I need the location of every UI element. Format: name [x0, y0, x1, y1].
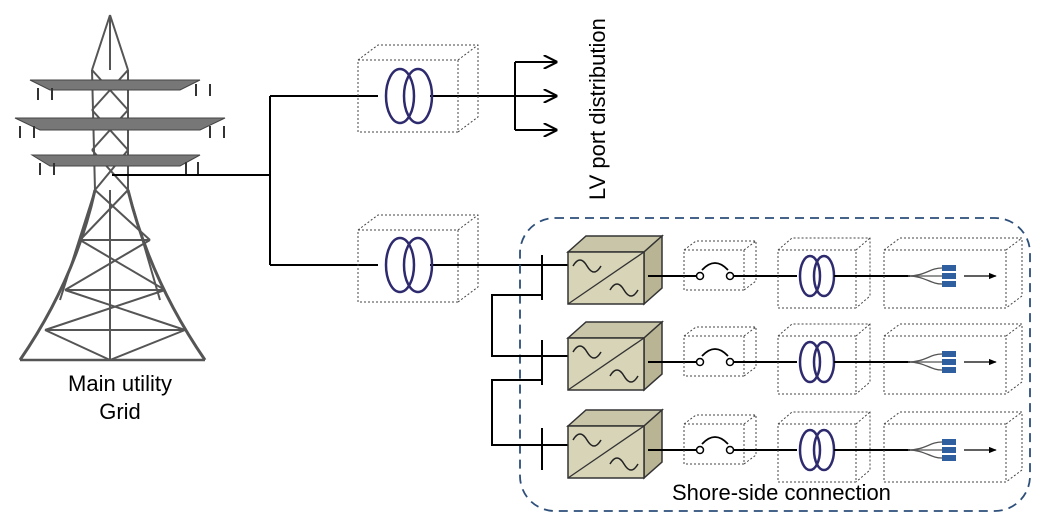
shore-row-2 — [542, 320, 1023, 395]
shore-side-region — [519, 217, 1031, 512]
shore-transformer — [357, 214, 479, 303]
transmission-tower-icon — [14, 14, 226, 362]
transformer-icon — [384, 236, 434, 294]
grid-label: Main utility Grid — [40, 370, 200, 426]
lv-distribution-label: LV port distribution — [585, 18, 610, 200]
shore-outlet-icon — [883, 411, 1023, 483]
shore-side-label: Shore-side connection — [672, 480, 891, 505]
circuit-breaker-icon — [683, 414, 757, 465]
lv-distribution-arrows — [514, 62, 556, 130]
row-bus-connectors — [491, 255, 543, 470]
isolation-transformer-icon — [777, 237, 871, 309]
frequency-converter-icon — [566, 234, 664, 306]
transformer-icon — [384, 67, 434, 125]
transformer-box-upper — [357, 44, 479, 133]
lv-transformer — [357, 44, 479, 133]
grid-label-line2: Grid — [99, 399, 141, 424]
circuit-breaker-icon — [683, 326, 757, 377]
bus-lines — [112, 95, 542, 266]
shore-outlet-icon — [883, 237, 1023, 309]
shore-row-1 — [542, 234, 1023, 309]
isolation-transformer-icon — [777, 323, 871, 395]
shore-row-3 — [542, 408, 1023, 483]
transformer-box-lower — [357, 214, 479, 303]
grid-label-line1: Main utility — [68, 371, 172, 396]
frequency-converter-icon — [566, 320, 664, 392]
frequency-converter-icon — [566, 408, 664, 480]
circuit-breaker-icon — [683, 240, 757, 291]
isolation-transformer-icon — [777, 411, 871, 483]
shore-outlet-icon — [883, 323, 1023, 395]
